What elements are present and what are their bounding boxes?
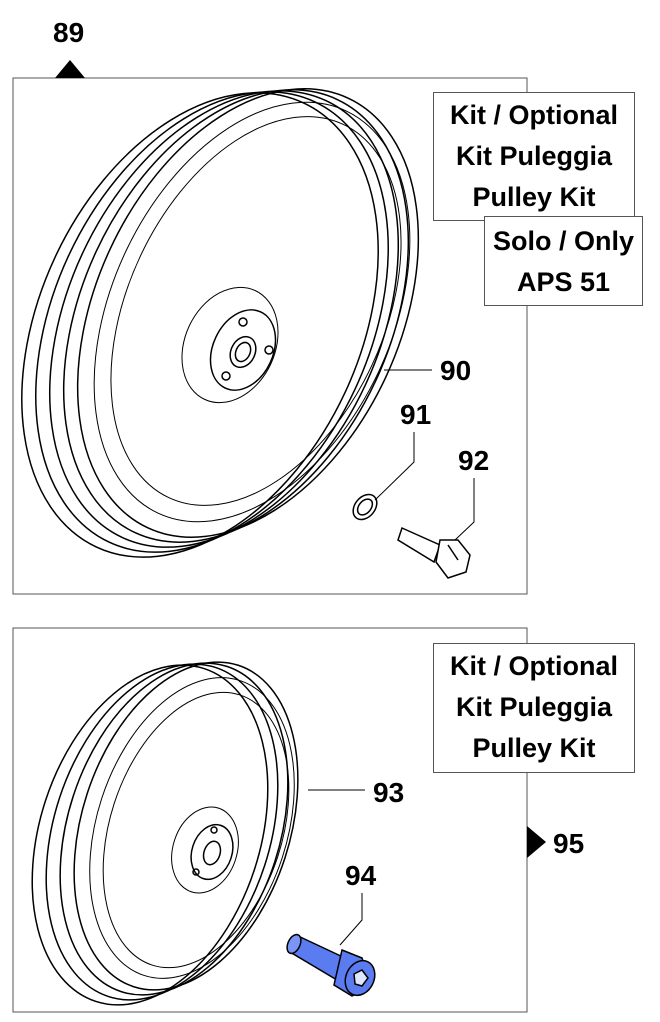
- kit-line-3: Pulley Kit: [472, 733, 596, 763]
- washer-91: [352, 493, 378, 521]
- leader-94: [339, 893, 363, 946]
- bottom-panel-frame: [12, 627, 528, 1013]
- kit-line-1: Kit / Optional: [450, 100, 618, 130]
- kit-line-1: Kit / Optional: [450, 651, 618, 681]
- kit-line-2: Kit Puleggia: [455, 141, 612, 171]
- callout-93[interactable]: 93: [373, 777, 404, 808]
- bolt-92: [397, 526, 471, 579]
- ref-label-95[interactable]: 95: [553, 828, 584, 859]
- solo-line-2: APS 51: [516, 267, 611, 297]
- kit-line-3: Pulley Kit: [472, 182, 596, 212]
- callout-90[interactable]: 90: [440, 355, 471, 386]
- top-panel-frame: [12, 77, 528, 595]
- solo-line-1: Solo / Only: [492, 226, 634, 256]
- triangle-up-icon: [55, 60, 85, 78]
- pulley-90: [21, 88, 420, 558]
- kit-optional-box-bottom: Kit / Optional Kit Puleggia Pulley Kit: [433, 643, 635, 773]
- kit-line-2: Kit Puleggia: [455, 692, 612, 722]
- ref-label-89[interactable]: 89: [53, 17, 84, 48]
- callout-91[interactable]: 91: [400, 399, 431, 430]
- callout-92[interactable]: 92: [458, 445, 489, 476]
- solo-only-box: Solo / Only APS 51: [484, 216, 643, 306]
- pulley-93: [31, 661, 299, 1006]
- triangle-right-icon: [527, 826, 546, 858]
- callout-94[interactable]: 94: [345, 860, 377, 891]
- kit-optional-box-top: Kit / Optional Kit Puleggia Pulley Kit: [433, 92, 635, 221]
- screw-94: [286, 933, 376, 997]
- leader-91: [374, 432, 415, 501]
- leader-92: [454, 478, 475, 541]
